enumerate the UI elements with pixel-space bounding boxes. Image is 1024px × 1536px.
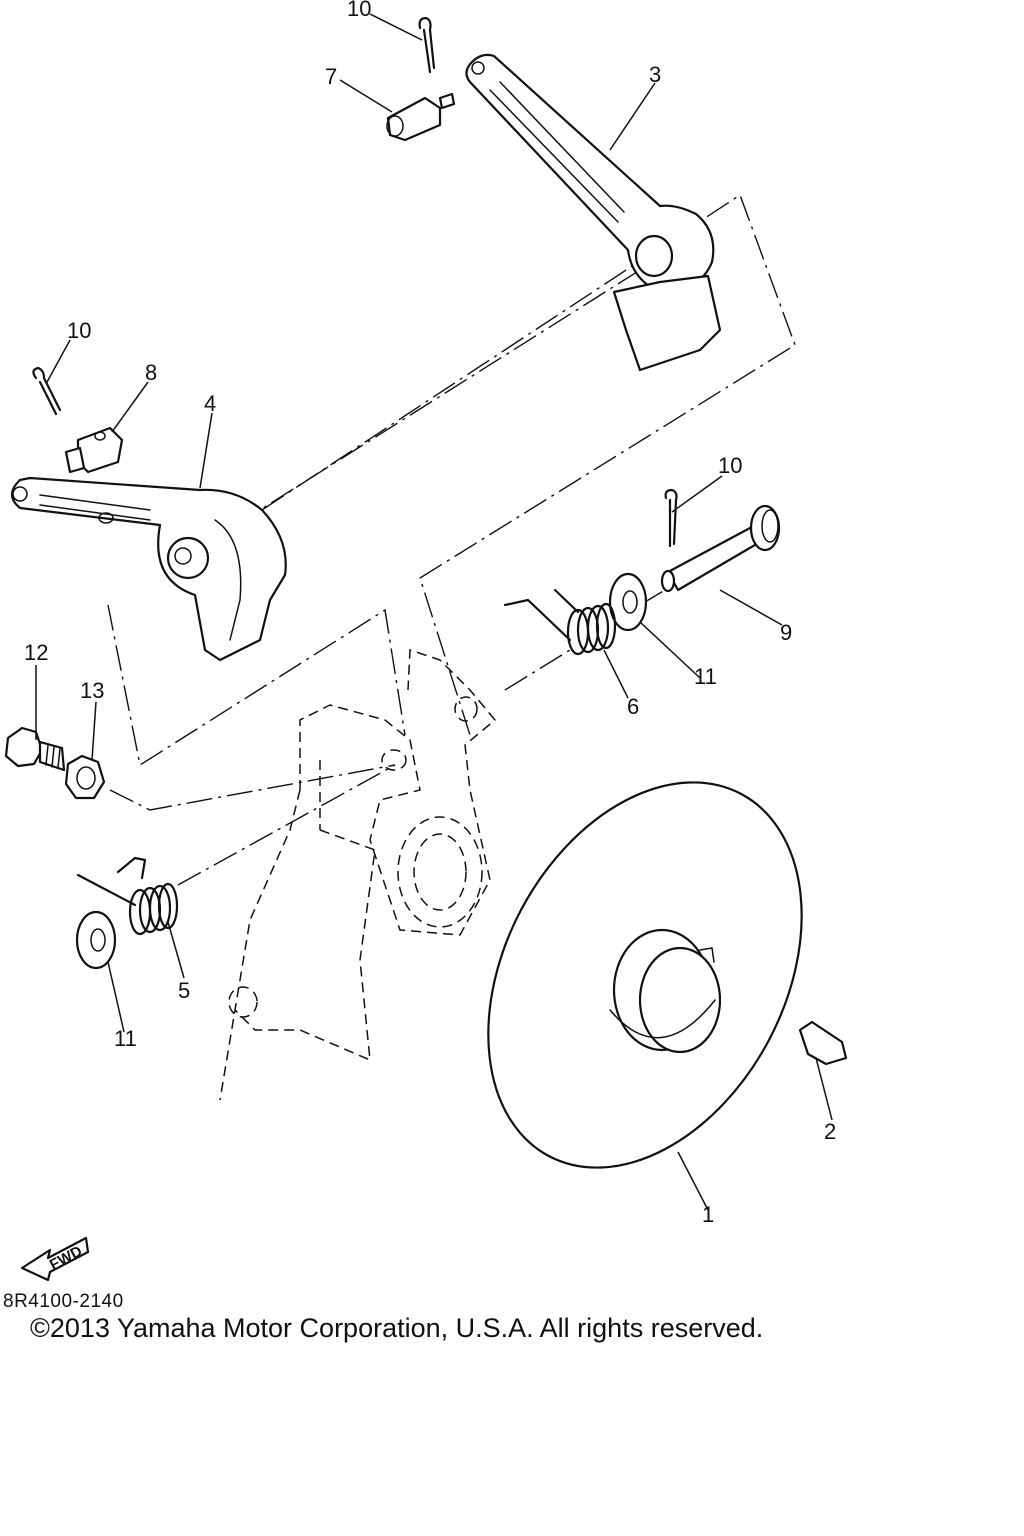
callout-11-left: 11 [114, 1026, 137, 1051]
copyright-notice: ©2013 Yamaha Motor Corporation, U.S.A. A… [30, 1313, 764, 1343]
callout-2: 2 [824, 1119, 836, 1144]
callout-13: 13 [80, 678, 104, 703]
part-11-washers [75, 572, 648, 970]
callout-11-right: 11 [694, 664, 717, 689]
callout-10-left: 10 [67, 318, 91, 343]
callout-5: 5 [178, 978, 190, 1003]
callout-4: 4 [204, 391, 216, 416]
callout-3: 3 [649, 62, 661, 87]
callout-8: 8 [145, 360, 157, 385]
bracket-housing [219, 648, 497, 1101]
callout-10-top: 10 [347, 0, 371, 21]
part-7-joint [386, 92, 456, 142]
callout-6: 6 [627, 694, 639, 719]
part-code: 8R4100-2140 [3, 1291, 124, 1312]
part-13-nut [64, 754, 106, 800]
fwd-arrow-icon: FWD [20, 1236, 90, 1282]
callout-10-right: 10 [718, 453, 742, 478]
part-10-cotter-pins [32, 16, 678, 548]
leader-lines [35, 13, 833, 1211]
part-6-spring [503, 588, 617, 656]
assembly-center-lines [107, 193, 796, 886]
part-4-lower-arm [10, 476, 287, 662]
callout-labels: 10 7 3 10 8 4 10 9 12 11 13 6 5 11 2 1 [24, 0, 836, 1227]
part-5-spring [76, 856, 179, 936]
callout-12: 12 [24, 640, 48, 665]
part-9-pin [660, 504, 781, 593]
part-1-sheave [487, 781, 803, 1169]
callout-9: 9 [780, 620, 792, 645]
part-2-key [798, 1020, 848, 1066]
part-8-joint [64, 426, 124, 474]
part-12-bolt [4, 726, 66, 772]
callout-1: 1 [702, 1202, 714, 1227]
part-3-upper-arm [465, 53, 722, 372]
callout-7: 7 [325, 64, 337, 89]
